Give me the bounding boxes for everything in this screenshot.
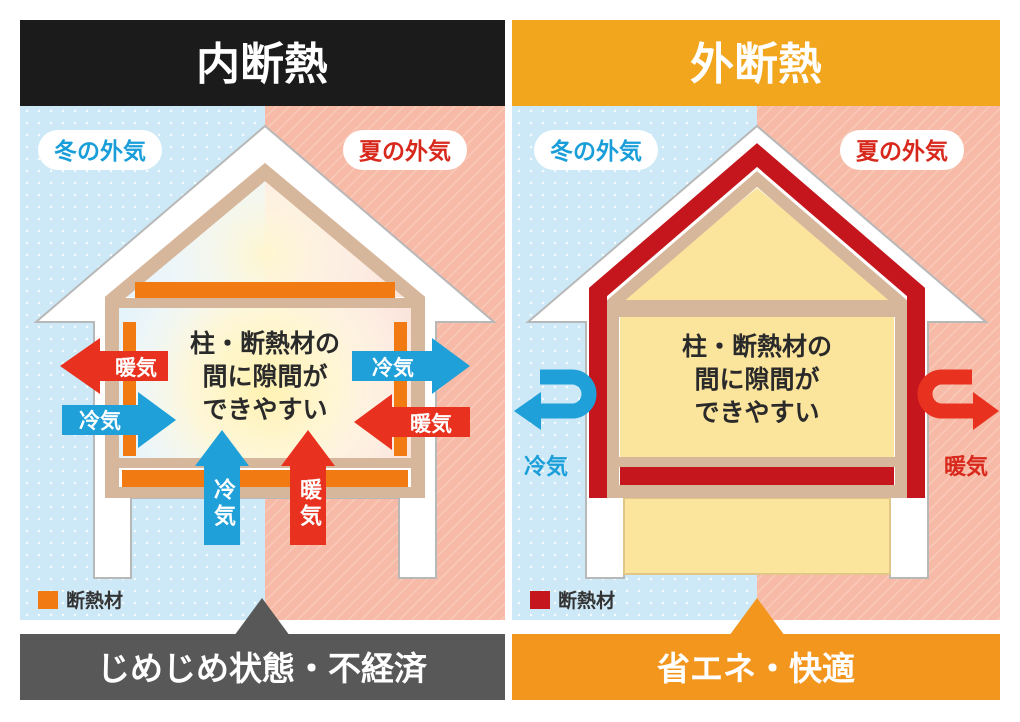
external-ceiling-beam [613, 300, 901, 317]
center-note-line-3: できやすい [202, 395, 327, 424]
internal-cold-arrow-right-out: 冷気 [352, 338, 470, 394]
external-warm-bounce-arrow: 暖気 [917, 369, 999, 480]
external-house [525, 124, 989, 579]
external-result-bg [512, 634, 1000, 700]
internal-warm-arrow-right-in: 暖気 [354, 394, 470, 450]
external-room-interior [620, 317, 894, 457]
external-floor-beam [613, 457, 901, 467]
external-legend-swatch [530, 591, 550, 609]
internal-floor-beam [112, 458, 418, 468]
arrow-shape [354, 394, 470, 450]
internal-winter-label: 冬の外気 [54, 138, 146, 165]
external-center-note: 柱・断熱材の 間に隙間が できやすい [682, 332, 832, 427]
internal-warm-arrow-up-label: 暖気 [296, 478, 321, 530]
internal-warm-arrow-left-out: 暖気 [60, 338, 168, 394]
internal-result-bar: じめじめ状態・不経済 [20, 598, 505, 700]
internal-result-pointer [234, 598, 290, 636]
internal-header-bar [20, 20, 505, 106]
internal-room-glow [119, 306, 411, 460]
internal-result-bg [20, 634, 505, 700]
external-frame [607, 171, 907, 498]
cold-air-label: 冷気 [372, 356, 414, 380]
internal-floor-insulation [122, 470, 408, 487]
external-result-bar: 省エネ・快適 [512, 598, 1000, 700]
internal-legend: 断熱材 [38, 589, 123, 612]
cold-air-label: 冷気 [79, 409, 121, 433]
external-legend: 断熱材 [530, 589, 615, 612]
external-sill-beam [607, 485, 907, 498]
arrow-head [973, 392, 999, 430]
internal-ceiling-insulation [135, 282, 395, 298]
internal-summer-label: 夏の外気 [359, 138, 451, 165]
external-insulation-panel: 外断熱 冬の外気 夏の外気 柱・断熱材の 間に隙間が [512, 20, 1000, 700]
internal-insulation-panel: 内断熱 冬の外気 夏の外気 [20, 20, 505, 700]
internal-title: 内断熱 [196, 39, 328, 90]
internal-warm-arrow-up [281, 430, 335, 545]
center-note-line-1: 柱・断熱材の [682, 332, 832, 361]
arrow-shape [352, 338, 470, 394]
internal-winter-pill: 冬の外気 [38, 130, 162, 170]
center-note-line-2: 間に隙間が [202, 362, 327, 391]
internal-attic-glow [119, 180, 411, 297]
external-winter-label: 冬の外気 [550, 138, 642, 165]
arrow-shape [62, 392, 176, 448]
internal-center-note: 柱・断熱材の 間に隙間が できやすい [190, 329, 340, 424]
external-winter-pill: 冬の外気 [534, 130, 658, 170]
external-result-text: 省エネ・快適 [657, 649, 855, 688]
internal-summer-pill: 夏の外気 [343, 130, 467, 170]
center-note-line-3: できやすい [694, 398, 819, 427]
external-floor-insulation [620, 467, 894, 485]
external-title: 外断熱 [690, 39, 822, 90]
internal-cold-arrow-left-in: 冷気 [62, 392, 176, 448]
external-cold-bounce-arrow: 冷気 [514, 369, 597, 480]
internal-legend-label: 断熱材 [66, 589, 123, 612]
arrow-curve [917, 369, 976, 419]
center-note-line-1: 柱・断熱材の [190, 329, 340, 358]
internal-summer-pill-bg [343, 130, 467, 170]
external-legend-label: 断熱材 [558, 589, 615, 612]
arrow-head [514, 392, 541, 430]
external-summer-pill-bg [840, 130, 964, 170]
external-crawlspace [623, 497, 891, 575]
internal-legend-swatch [38, 591, 58, 609]
external-summer-pill: 夏の外気 [840, 130, 964, 170]
internal-winter-pill-bg [38, 130, 162, 170]
external-result-pointer [729, 598, 785, 636]
external-outer-insulation [589, 143, 925, 498]
warm-air-label: 暖気 [944, 454, 988, 480]
internal-sill-beam [105, 487, 425, 498]
warm-air-label: 暖気 [410, 412, 452, 436]
external-winter-pill-bg [534, 130, 658, 170]
arrow-shape [60, 338, 168, 394]
external-header-bar [512, 20, 1000, 106]
internal-cold-arrow-up [195, 430, 249, 545]
external-summer-label: 夏の外気 [856, 138, 948, 165]
external-attic-interior [620, 188, 894, 300]
cold-air-label: 冷気 [524, 454, 568, 480]
center-note-line-2: 間に隙間が [694, 365, 819, 394]
internal-ceiling-beam [112, 298, 418, 308]
arrow-curve [538, 369, 597, 419]
internal-left-wall-insulation [123, 322, 136, 456]
internal-result-text: じめじめ状態・不経済 [97, 649, 428, 688]
internal-cold-arrow-up-label: 冷気 [210, 478, 235, 530]
warm-air-label: 暖気 [115, 356, 157, 380]
